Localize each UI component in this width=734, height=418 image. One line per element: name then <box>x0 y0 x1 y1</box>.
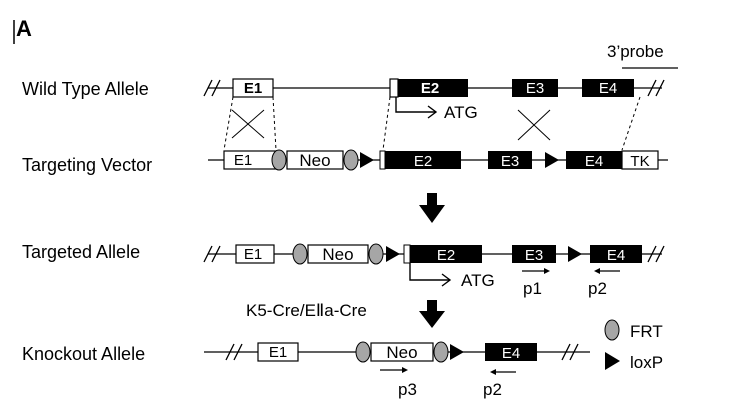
primer-p2-label-targeted: p2 <box>588 279 607 298</box>
knockout-allele-neo <box>370 342 434 362</box>
targeted-allele-break-left <box>203 245 221 263</box>
probe-label: 3’probe <box>607 42 664 61</box>
targeting-vector-exon-e2-label: E2 <box>414 153 432 170</box>
targeting-vector-exon-e3-label: E3 <box>501 153 519 170</box>
targeted-allele-break-right <box>647 245 665 263</box>
targeting-vector-exon-e2-utr <box>379 150 386 170</box>
targeted-allele-exon-e3-label: E3 <box>525 247 543 264</box>
wild-type-exon-e1-label: E1 <box>244 80 262 97</box>
crossover-mark-right <box>517 109 551 141</box>
targeted-allele-neo <box>307 244 369 264</box>
wild-type-exon-e2 <box>398 79 468 97</box>
wild-type-exon-e3 <box>512 79 558 97</box>
wild-type-atg-arrow <box>395 97 436 113</box>
process-arrow-1 <box>419 193 445 223</box>
targeting-vector-frt-1 <box>271 149 287 171</box>
wild-type-exon-e2-utr <box>389 78 399 98</box>
targeting-vector-exon-e1-label: E1 <box>234 152 252 169</box>
wild-type-atg-arrowhead <box>427 105 438 119</box>
knockout-allele-frt-2 <box>433 341 449 363</box>
knockout-allele-break-right <box>561 343 579 361</box>
knockout-allele-neo-label: Neo <box>386 343 417 362</box>
wild-type-break-left <box>203 79 221 97</box>
targeting-vector-neo <box>286 150 344 170</box>
knockout-allele-exon-e4 <box>485 343 537 361</box>
knockout-allele-exon-e1 <box>257 342 299 362</box>
targeted-allele-frt-2 <box>368 243 384 265</box>
targeted-allele-exon-e4 <box>590 245 642 263</box>
knockout-allele-exon-e4-label: E4 <box>502 345 520 362</box>
knockout-allele-loxp <box>450 344 464 360</box>
panel-label: A <box>16 16 32 41</box>
primer-p1-label: p1 <box>523 279 542 298</box>
wild-type-atg-label: ATG <box>444 103 478 122</box>
targeted-allele-exon-e1-label: E1 <box>244 246 262 263</box>
crossover-mark-left <box>231 109 265 139</box>
primer-p2-arrow-targeted <box>594 268 620 274</box>
row-label-knockout-allele: Knockout Allele <box>22 344 145 364</box>
knockout-allele-exon-e1-label: E1 <box>269 344 287 361</box>
targeting-vector-exon-e2 <box>385 151 461 169</box>
targeted-allele-exon-e2 <box>410 245 482 263</box>
targeting-vector-frt-2 <box>343 149 359 171</box>
primer-p1-arrow <box>522 268 550 274</box>
targeted-allele-loxp-1 <box>386 246 400 262</box>
targeting-vector-neo-label: Neo <box>299 151 330 170</box>
legend-loxp-label: loxP <box>630 353 663 372</box>
legend-loxp-symbol <box>605 352 620 370</box>
primer-p2-label-knockout: p2 <box>483 380 502 399</box>
row-label-targeting-vector: Targeting Vector <box>22 155 152 175</box>
recombination-guides <box>223 96 641 151</box>
knockout-allele-break-left <box>225 343 243 361</box>
targeted-allele-exon-e4-label: E4 <box>607 247 625 264</box>
targeted-allele-atg-arrow <box>409 263 450 281</box>
primer-p2-arrow-knockout <box>490 369 516 375</box>
legend-frt-symbol <box>604 319 620 341</box>
legend-frt-label: FRT <box>630 322 663 341</box>
row-label-wild-type: Wild Type Allele <box>22 79 149 99</box>
targeting-vector-tk <box>621 150 659 170</box>
targeted-allele-loxp-2 <box>568 246 582 262</box>
targeting-vector-exon-e4-label: E4 <box>585 153 603 170</box>
targeting-vector-exon-e3 <box>488 151 532 169</box>
primer-p3-label: p3 <box>398 380 417 399</box>
targeting-vector-loxp-1 <box>360 152 374 168</box>
targeted-allele-frt-1 <box>292 243 308 265</box>
wild-type-exon-e4-label: E4 <box>599 80 617 97</box>
cre-label: K5-Cre/EⅡa-Cre <box>246 301 367 320</box>
process-arrow-2 <box>419 300 445 328</box>
row-label-targeted-allele: Targeted Allele <box>22 242 140 262</box>
targeting-vector-exon-e4 <box>566 151 622 169</box>
targeted-allele-atg-arrowhead <box>441 273 452 287</box>
wild-type-exon-e3-label: E3 <box>526 80 544 97</box>
targeted-allele-atg-label: ATG <box>461 271 495 290</box>
targeting-vector-loxp-2 <box>545 152 559 168</box>
targeted-allele-exon-e2-label: E2 <box>437 247 455 264</box>
wild-type-exon-e4 <box>582 79 634 97</box>
targeted-allele-neo-label: Neo <box>322 245 353 264</box>
knockout-allele-frt-1 <box>355 341 371 363</box>
primer-p3-arrow <box>380 367 408 373</box>
wild-type-break-right <box>647 79 665 97</box>
targeted-allele-exon-e2-utr <box>403 244 411 264</box>
targeted-allele-exon-e3 <box>512 245 556 263</box>
wild-type-exon-e1 <box>232 78 274 98</box>
targeted-allele-exon-e1 <box>235 244 275 264</box>
wild-type-exon-e2-label: E2 <box>421 80 439 97</box>
targeting-vector-tk-label: TK <box>630 153 649 170</box>
